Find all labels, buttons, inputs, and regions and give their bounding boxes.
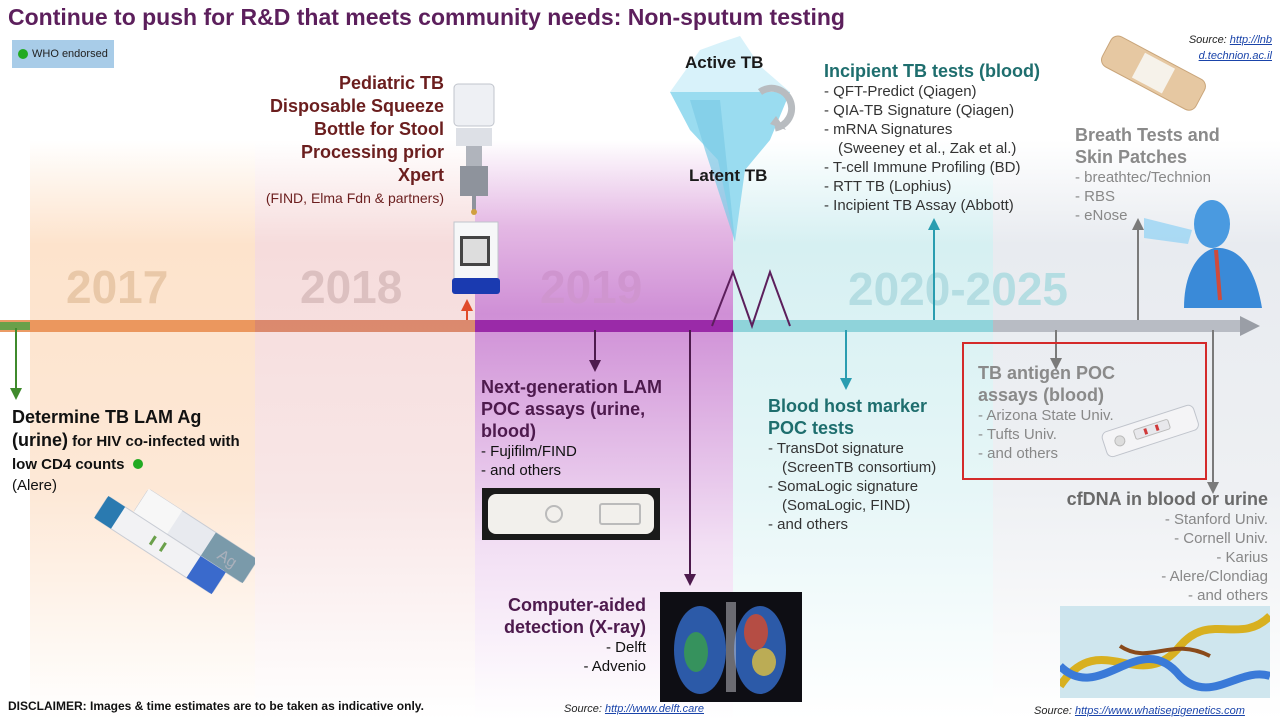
determine-maker: (Alere) [12, 477, 58, 494]
blood-host-block: Blood host marker POC tests - TransDot s… [768, 395, 968, 534]
green-dot-icon [18, 49, 28, 59]
list-item: - mRNA Signatures [824, 121, 953, 138]
pediatric-block: Pediatric TB Disposable Squeeze Bottle f… [260, 72, 444, 207]
cfdna-source: Source: https://www.whatisepigenetics.co… [1034, 705, 1245, 717]
pediatric-partners: (FIND, Elma Fdn & partners) [265, 190, 444, 206]
cfdna-title: cfDNA in blood or urine [1066, 489, 1268, 509]
page-title: Continue to push for R&D that meets comm… [8, 4, 845, 30]
legend-who-endorsed: WHO endorsed [12, 40, 114, 68]
skin-patch-image [1101, 35, 1206, 111]
list-item: - Advenio [583, 658, 646, 675]
year-2019: 2019 [540, 261, 643, 313]
year-2020-2025: 2020-2025 [848, 263, 1068, 315]
antigen-cassette-image [1101, 404, 1199, 458]
cad-block: Computer-aided detection (X-ray) - Delft… [480, 594, 646, 676]
incipient-block: Incipient TB tests (blood) - QFT-Predict… [824, 60, 1074, 215]
cfdna-block: cfDNA in blood or urine - Stanford Univ.… [1030, 488, 1268, 605]
nextgen-block: Next-generation LAM POC assays (urine, b… [481, 376, 681, 480]
list-item: (Sweeney et al., Zak et al.) [838, 140, 1017, 157]
lam-test-strip-image: Ag [94, 488, 255, 595]
source-label: Source: [1034, 705, 1075, 717]
antigen-title: TB antigen POC assays (blood) [978, 363, 1116, 405]
list-item: - Fujifilm/FIND [481, 443, 577, 460]
lam-cassette-image [482, 488, 660, 540]
list-item: - breathtec/Technion [1075, 169, 1211, 186]
list-item: - eNose [1075, 207, 1128, 224]
list-item: - QIA-TB Signature (Qiagen) [824, 102, 1015, 119]
refresh-icon [757, 84, 796, 132]
timeline-seg-2019 [475, 320, 733, 332]
list-item: - and others [1187, 587, 1268, 604]
list-item: - Tufts Univ. [978, 426, 1057, 443]
list-item: - Arizona State Univ. [978, 407, 1114, 424]
timeline-arrowhead [1240, 316, 1260, 336]
year-2018: 2018 [300, 261, 403, 313]
timeline-seg-2025 [993, 320, 1243, 332]
breath-source: Source: http://lnbd.technion.ac.il [1186, 32, 1272, 64]
cad-source-link[interactable]: http://www.delft.care [604, 703, 705, 715]
year-2017: 2017 [66, 261, 169, 313]
determine-title: Determine TB LAM Ag (urine) [12, 407, 202, 450]
list-item: (ScreenTB consortium) [782, 459, 937, 476]
dna-image [1060, 606, 1270, 698]
source-label: Source: [564, 703, 605, 715]
timeline-seg-2017 [0, 320, 255, 332]
antigen-block: TB antigen POC assays (blood) - Arizona … [978, 362, 1138, 463]
iceberg-active-label: Active TB [685, 53, 764, 72]
xray-image [660, 592, 802, 702]
source-label: Source: [1188, 34, 1230, 46]
timeline-seg-2020 [733, 320, 993, 332]
squeeze-bottle-image [452, 83, 500, 294]
list-item: - Karius [1216, 549, 1268, 566]
list-item: - TransDot signature [768, 440, 904, 457]
breath-source-link[interactable]: http://lnbd.technion.ac.il [1198, 34, 1272, 62]
pediatric-title: Pediatric TB Disposable Squeeze Bottle f… [269, 73, 444, 185]
list-item: (SomaLogic, FIND) [782, 497, 911, 514]
blood-host-title: Blood host marker POC tests [768, 396, 928, 438]
list-item: - RBS [1075, 188, 1116, 205]
list-item: - Delft [605, 639, 646, 656]
incipient-title: Incipient TB tests (blood) [824, 61, 1040, 81]
breath-block: Breath Tests and Skin Patches - breathte… [1075, 124, 1245, 225]
cad-source: Source: http://www.delft.care [564, 703, 704, 715]
list-item: - Incipient TB Assay (Abbott) [824, 197, 1014, 214]
cad-title: Computer-aided detection (X-ray) [503, 595, 646, 637]
list-item: - Alere/Clondiag [1161, 568, 1268, 585]
list-item: - RTT TB (Lophius) [824, 178, 952, 195]
list-item: - QFT-Predict (Qiagen) [824, 83, 977, 100]
breath-title: Breath Tests and Skin Patches [1075, 125, 1220, 167]
band-2018 [255, 140, 475, 720]
nextgen-title: Next-generation LAM POC assays (urine, b… [481, 377, 663, 441]
timeline-seg-2018 [255, 320, 475, 332]
list-item: - and others [768, 516, 849, 533]
timeline-break [711, 268, 791, 330]
cfdna-source-link[interactable]: https://www.whatisepigenetics.com [1074, 705, 1245, 717]
list-item: - T-cell Immune Profiling (BD) [824, 159, 1021, 176]
iceberg-graphic [670, 36, 790, 242]
determine-subtitle: for HIV co-infected with low CD4 counts [12, 433, 240, 473]
list-item: - Stanford Univ. [1164, 511, 1268, 528]
who-endorsed-dot-icon [133, 459, 144, 469]
iceberg-latent-label: Latent TB [689, 166, 768, 185]
list-item: - Cornell Univ. [1174, 530, 1268, 547]
list-item: - SomaLogic signature [768, 478, 919, 495]
breath-figure-image [1144, 200, 1262, 308]
antigen-highlight-box [962, 342, 1207, 480]
list-item: - and others [978, 445, 1059, 462]
disclaimer: DISCLAIMER: Images & time estimates are … [8, 699, 424, 713]
determine-block: Determine TB LAM Ag (urine) for HIV co-i… [12, 406, 252, 495]
list-item: - and others [481, 462, 562, 479]
legend-label: WHO endorsed [32, 48, 108, 60]
band-2017 [30, 140, 255, 720]
